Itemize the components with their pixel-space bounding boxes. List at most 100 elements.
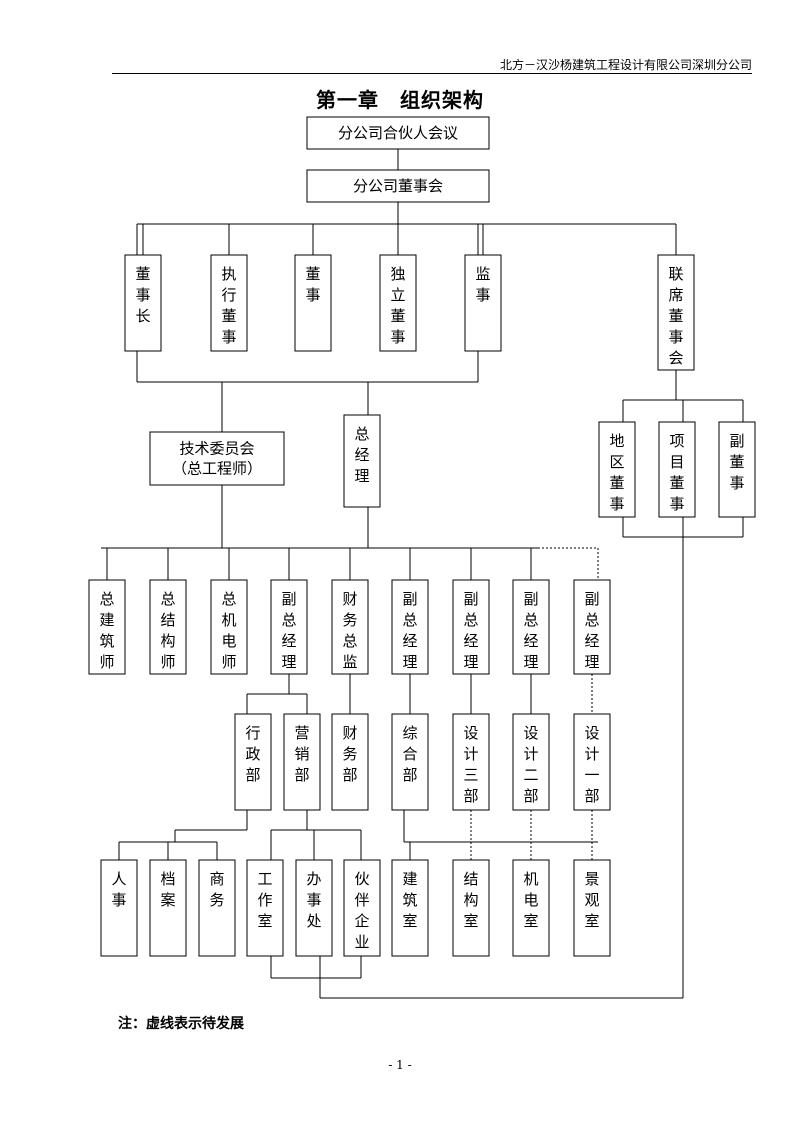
box-level5-char: 室 [402, 912, 417, 930]
box-level5-char: 观 [584, 891, 599, 909]
box-level4-char: 营 [294, 724, 309, 742]
box-level4-char: 部 [463, 787, 478, 805]
box-board-member-char: 董 [305, 265, 320, 283]
box-level5-char: 伴 [354, 891, 369, 909]
box-level5-char: 业 [354, 933, 369, 951]
box-joint-member-char: 地 [609, 432, 624, 450]
box-level5: 建筑室 [391, 859, 429, 957]
note-text: 注：虚线表示待发展 [118, 1016, 244, 1032]
page-number: - 1 - [388, 1058, 412, 1072]
box-level4-char: 行 [245, 724, 260, 742]
box-level3-char: 建 [99, 611, 114, 629]
box-level5-char: 处 [306, 912, 321, 930]
box-level5-char: 务 [209, 891, 224, 909]
box-level4-char: 设 [463, 724, 478, 742]
box-level4-char: 部 [584, 787, 599, 805]
box-level3-char: 副 [523, 590, 538, 608]
box-level3-char: 总 [342, 632, 357, 650]
box-board-member-char: 事 [135, 286, 150, 304]
box-level5-char: 案 [160, 891, 175, 909]
box-joint-board-char: 席 [668, 286, 683, 304]
box-level3-char: 总 [99, 590, 114, 608]
box-level5-char: 结 [463, 870, 478, 888]
box-board-member-char: 董 [221, 307, 236, 325]
box-level5-char: 室 [523, 912, 538, 930]
box-level5-char: 人 [111, 870, 126, 888]
box-level5: 人事 [100, 859, 138, 957]
box-level3-char: 副 [584, 590, 599, 608]
box-board-member-char: 执 [221, 265, 236, 283]
box-level3-char: 理 [523, 653, 538, 671]
box-level3-char: 总 [402, 611, 417, 629]
box-level3-char: 总 [463, 611, 478, 629]
box-level4-char: 部 [245, 766, 260, 784]
box-board-member-char: 行 [221, 286, 236, 304]
box-level3-char: 理 [584, 653, 599, 671]
box-level3-char: 理 [402, 653, 417, 671]
box-level4-char: 二 [523, 766, 538, 784]
box-level5-char: 伙 [354, 870, 369, 888]
box-level3-char: 副 [281, 590, 296, 608]
box-level3-char: 经 [463, 632, 478, 650]
box-board-member-char: 长 [135, 307, 150, 325]
box-level3-char: 机 [221, 611, 236, 629]
box-level3-char: 副 [463, 590, 478, 608]
box-level3-char: 总 [160, 590, 175, 608]
box-level4-char: 计 [584, 745, 599, 763]
box-joint-member-char: 事 [669, 495, 684, 513]
box-level4-char: 设 [523, 724, 538, 742]
box-level4-char: 财 [342, 724, 357, 742]
box-board-member-char: 董 [390, 307, 405, 325]
box-level3-char: 结 [160, 611, 175, 629]
box-level3-char: 经 [523, 632, 538, 650]
box-joint-board-char: 董 [668, 307, 683, 325]
box-joint-member-char: 董 [729, 453, 744, 471]
box-level3-char: 副 [402, 590, 417, 608]
box-level3-char: 师 [221, 653, 236, 671]
box-level4-char: 综 [402, 724, 417, 742]
box-level5-char: 办 [306, 870, 321, 888]
box-joint-member-char: 目 [669, 453, 684, 471]
box-level4-char: 部 [402, 766, 417, 784]
box-joint-board-char: 会 [668, 349, 683, 367]
box-level5: 商务 [198, 859, 236, 957]
box-level3-char: 经 [281, 632, 296, 650]
connector-lines [101, 149, 744, 999]
org-boxes: 分公司合伙人会议分公司董事会董事长执行董事董事独立董事监事联席董事会地区董事项目… [88, 116, 756, 957]
box-general-manager-char: 经 [354, 446, 369, 464]
box-level5-char: 商 [209, 870, 224, 888]
box-board-member-char: 监 [475, 265, 490, 283]
box-partners-meeting-label: 分公司合伙人会议 [338, 124, 458, 142]
box-joint-board-char: 联 [668, 265, 683, 283]
box-board-member-char: 事 [390, 328, 405, 346]
box-level4-char: 政 [245, 745, 260, 763]
box-level3-char: 财 [342, 590, 357, 608]
box-level5-char: 事 [306, 891, 321, 909]
box-level5-char: 建 [402, 870, 417, 888]
box-level3-char: 监 [342, 653, 357, 671]
box-board-member: 董事 [294, 254, 332, 352]
box-joint-member-char: 区 [609, 453, 624, 471]
box-board: 分公司董事会 [306, 169, 490, 203]
box-level3-char: 电 [221, 632, 236, 650]
box-level5-char: 景 [584, 870, 599, 888]
company-header: 北方－汉沙杨建筑工程设计有限公司深圳分公司 [499, 58, 752, 72]
box-level5-char: 电 [523, 891, 538, 909]
box-level4-char: 设 [584, 724, 599, 742]
box-level4-char: 一 [584, 766, 599, 784]
box-board-member-char: 独 [390, 265, 405, 283]
header-rule [112, 73, 752, 74]
box-board-member-char: 事 [305, 286, 320, 304]
box-joint-member-char: 事 [609, 495, 624, 513]
